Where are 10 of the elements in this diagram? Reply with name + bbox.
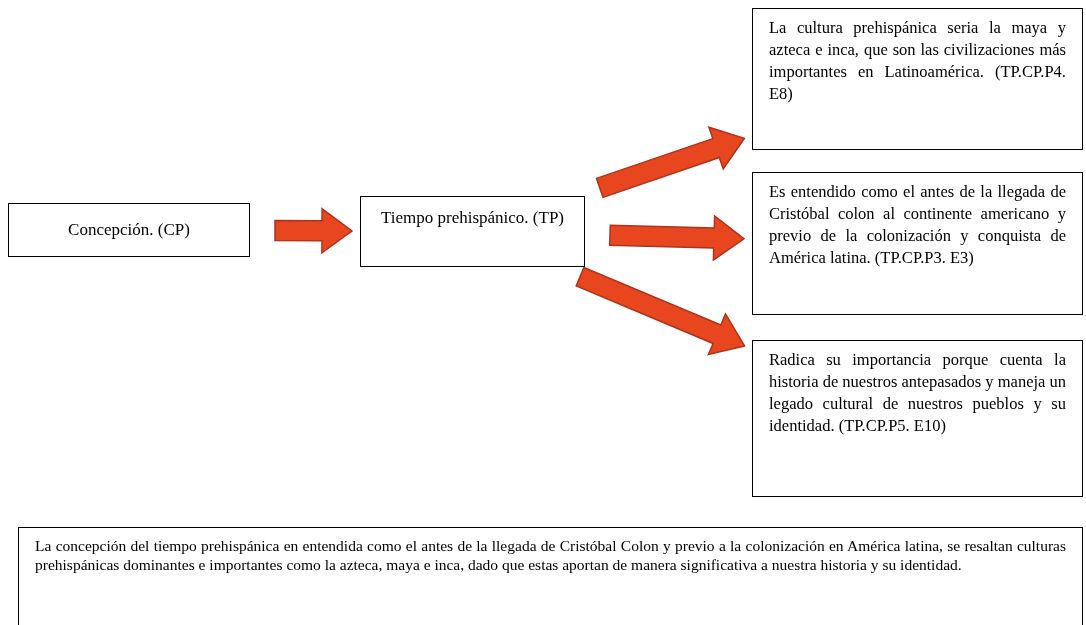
text-box: Tiempo prehispánico. (TP)	[360, 196, 585, 267]
text-box: La cultura prehispánica seria la maya y azteca e inca, que son las civilizaciones más importantes en Latinoamérica. (TP.CP.P4. E8)	[752, 8, 1083, 150]
text-box: Es entendido como el antes de la llegada de Cristóbal colon al continente americano y previo de la colonización y conquista de América latina. (TP.CP.P3. E3)	[752, 172, 1083, 315]
text-box: La concepción del tiempo prehispánica en entendida como el antes de la llegada de Cristóbal Colon y previo a la colonización en América latina, se resaltan culturas prehispánicas dominantes e importantes como la azteca, maya e inca, dado que estas aportan de manera significativa a nuestra historia y su identidad.	[18, 527, 1083, 625]
text-box: Concepción. (CP)	[8, 203, 250, 257]
block-arrow	[274, 207, 354, 255]
text-box: Radica su importancia porque cuenta la historia de nuestros antepasados y maneja un legado cultural de nuestros pueblos y su identidad. (TP.CP.P5. E10)	[752, 340, 1083, 497]
block-arrow	[608, 214, 746, 262]
block-arrow	[595, 126, 746, 199]
block-arrow	[575, 266, 746, 356]
